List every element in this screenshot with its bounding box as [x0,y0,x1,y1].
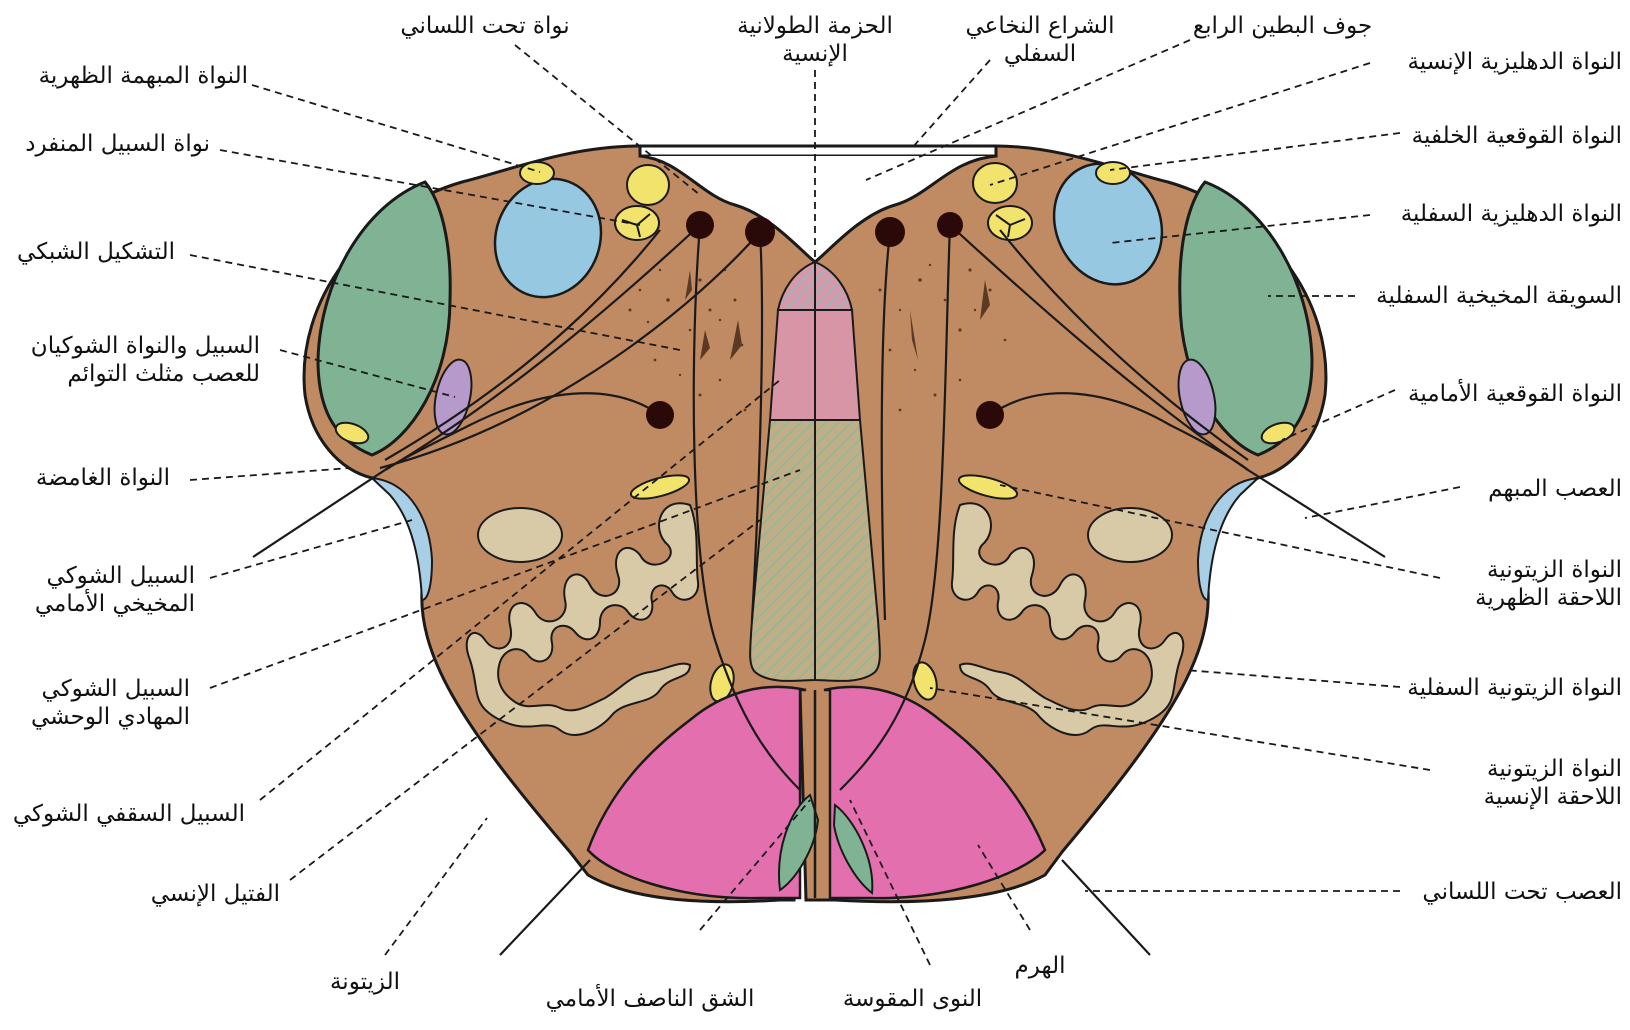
dorsal-vagal-left [519,161,555,185]
hypoglossal-dot-left-1 [686,211,714,239]
label-posterior-cochlear: النواة القوقعية الخلفية [1411,123,1622,149]
label-medial-longitudinal-fasciculus: الحزمة الطولانية الإنسية [737,13,893,67]
label-spinotectal: السبيل السقفي الشوكي [12,801,245,827]
label-nucleus-ambiguus: النواة الغامضة [35,465,170,491]
reticular-formation-left [628,268,747,412]
dorsal-accessory-olive-right [957,474,1019,500]
label-dorsal-accessory-olive: النواة الزيتونية اللاحقة الظهرية [1475,557,1622,611]
dorsal-accessory-olive-left [629,474,691,500]
label-solitary-tract-nucleus: نواة السبيل المنفرد [25,131,210,157]
label-olive: الزيتونة [329,969,401,995]
label-inferior-cerebellar-peduncle: السويقة المخيخية السفلية [1376,283,1622,309]
label-reticular-formation: التشكيل الشبكي [17,239,175,265]
ambiguus-dot-left [646,401,674,429]
medial-lemniscus-right [814,419,881,682]
label-dorsal-vagal-nucleus: النواة المبهمة الظهرية [38,63,248,89]
label-fourth-ventricle: جوف البطين الرابع [1192,13,1373,39]
pyramid-right [823,685,1047,900]
label-hypoglossal-nerve: العصب تحت اللساني [1422,879,1622,905]
label-spinothalamic: السبيل الشوكي المهادي الوحشي [30,676,190,730]
ambiguus-dot-right [976,401,1004,429]
reticular-formation-right [878,263,1007,412]
anterior-cochlear-right [1260,421,1296,445]
label-ventral-spinocerebellar: السبيل الشوكي المخيخي الأمامي [34,563,195,617]
label-vagus-nerve: العصب المبهم [1488,476,1622,502]
tectospinal-left [768,309,816,421]
ventral-spinocerebellar-left [369,476,434,602]
hypoglossal-dot-right-1 [875,217,905,247]
arcuate-left [778,793,820,892]
label-pyramid: الهرم [1014,953,1066,979]
medial-vestibular-right [972,162,1018,204]
leader-lines [189,39,1461,966]
hypoglossal-dot-right-2 [937,212,963,238]
label-medial-vestibular: النواة الدهليزية الإنسية [1407,49,1622,75]
solitary-tract-left [614,205,660,241]
olive-oval-right [1087,507,1173,563]
arcuate-right [832,803,874,895]
solitary-tract-right [987,205,1033,241]
label-spinal-trigeminal: السبيل والنواة الشوكيان للعصب مثلث التوا… [30,333,260,387]
label-arcuate-nuclei: النوى المقوسة [842,986,983,1012]
hypoglossal-dot-left-2 [745,217,775,247]
label-inferior-medullary-velum: الشراع النخاعي السفلي [965,13,1115,67]
label-medial-lemniscus: الفتيل الإنسي [150,881,280,907]
tectospinal-right [814,309,862,421]
nucleus-ambiguus-left [334,421,370,445]
label-inferior-vestibular: النواة الدهليزية السفلية [1400,201,1622,227]
label-hypoglossal-nucleus: نواة تحت اللساني [400,13,570,39]
label-anterior-cochlear: النواة القوقعية الأمامية [1408,381,1622,407]
inferior-vestibular-right [1052,162,1164,286]
solitary-left [626,164,670,206]
ventral-spinocerebellar-right [1196,476,1261,602]
fibre-lines [252,224,1386,956]
label-medial-accessory-olive: النواة الزيتونية اللاحقة الإنسية [1483,756,1622,810]
dorsal-vagal-right [1095,161,1131,185]
label-inferior-olivary-nucleus: النواة الزيتونية السفلية [1407,675,1622,701]
inferior-olivary-left [465,502,700,736]
label-anterior-median-fissure: الشق الناصف الأمامي [545,986,755,1012]
inferior-cerebellar-peduncle-left [316,180,452,457]
spinal-trigeminal-left [433,358,473,436]
pyramid-left [586,685,807,900]
medial-accessory-olive-right [912,661,938,701]
medial-lemniscus-left [749,419,816,682]
inferior-vestibular-left [493,177,603,299]
solitary-tract-mark-right [995,214,1026,238]
inferior-olivary-right [950,502,1185,736]
olive-oval-left [477,507,563,563]
